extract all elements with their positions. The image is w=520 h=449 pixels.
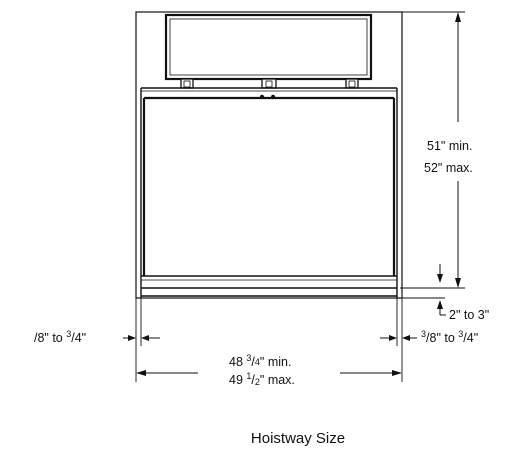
width-max-label: 49 1/2" max. xyxy=(229,371,295,387)
height-max-label: 52" max. xyxy=(424,161,473,175)
threshold-gap-dimension xyxy=(400,264,446,316)
cab-body xyxy=(140,87,398,298)
side-gap-left-dimension xyxy=(123,298,160,382)
drive-housing xyxy=(164,13,373,89)
side-gap-right-dimension xyxy=(380,298,417,382)
platform-threshold xyxy=(141,275,397,297)
diagram-caption: Hoistway Size xyxy=(251,430,345,447)
height-min-label: 51" min. xyxy=(427,139,472,153)
width-min-label: 48 3/4" min. xyxy=(229,353,291,369)
hoistway-wall xyxy=(135,11,403,299)
side-gap-left-label: /8" to 3/4" xyxy=(34,329,86,345)
side-gap-right-label: 3/8" to 3/4" xyxy=(421,329,478,345)
width-dimension xyxy=(136,370,402,376)
threshold-gap-label: 2" to 3" xyxy=(449,308,489,322)
height-dimension xyxy=(400,11,465,289)
